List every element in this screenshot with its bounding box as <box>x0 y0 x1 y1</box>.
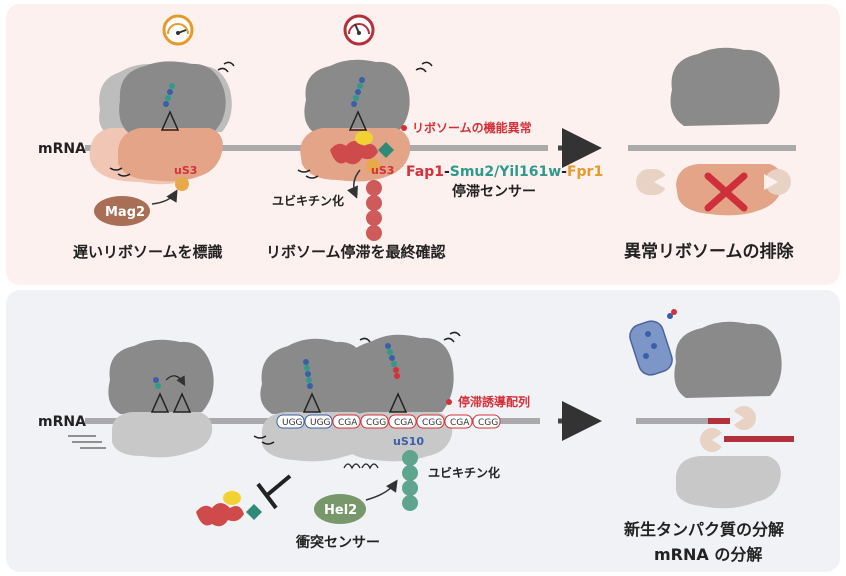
motion-lines <box>68 435 106 449</box>
caption-removal: 異常リボソームの排除 <box>624 241 794 262</box>
hel2-label: Hel2 <box>324 503 357 518</box>
codon-label: UGG <box>282 418 303 428</box>
proteasome-icon <box>629 309 677 376</box>
codon-box <box>276 414 305 429</box>
released-large-subunit <box>674 321 782 398</box>
us3-label-2: uS3 <box>371 164 394 177</box>
codon-label: CGA <box>394 418 414 428</box>
us3-ball-2 <box>366 159 380 173</box>
exonuclease-2-mouth <box>712 432 724 448</box>
codon-box <box>416 414 445 429</box>
inhibited-stall-sensor <box>196 491 262 527</box>
stall-sequence-label: 停滞誘導配列 <box>458 394 530 409</box>
stall-sensor-label: Fap1-Smu2/Yil161w-Fpr1 <box>406 164 603 180</box>
sensor-smu2: Smu2/Yil161w <box>450 164 561 180</box>
malfunction-dot <box>401 125 407 131</box>
mrna-label-bottom: mRNA <box>38 414 86 430</box>
codon-label: CGG <box>422 418 442 428</box>
codon-box <box>360 414 389 429</box>
sensor-dash-2: - <box>561 164 567 180</box>
codon-box <box>332 414 361 429</box>
us3-label-1: uS3 <box>174 164 197 177</box>
hel2-arrow <box>365 479 398 501</box>
mag2-protein <box>94 196 150 226</box>
ribosome-translating <box>108 339 214 458</box>
caption-nascent-degradation: 新生タンパク質の分解 <box>624 520 784 539</box>
stall-sensor-complex <box>330 131 394 165</box>
codon-label: UGG <box>310 418 331 428</box>
us3-ball-1 <box>175 177 189 191</box>
caption-slow-marking: 遅いリボソームを標識 <box>73 243 223 261</box>
codon-row: UGG UGG CGA CGG CGA CGG CGA CGG <box>276 414 501 429</box>
speed-gauge-slow-icon <box>162 14 194 46</box>
malfunction-label: リボソームの機能異常 <box>412 120 532 135</box>
collided-ribosomes <box>253 331 461 462</box>
codon-label: CGG <box>478 418 498 428</box>
us10-label: uS10 <box>393 435 424 448</box>
inhibition-symbol <box>256 474 292 510</box>
codon-label: CGA <box>450 418 470 428</box>
ubiquitination-arrow-top <box>346 169 361 199</box>
codon-label: CGA <box>338 418 358 428</box>
stall-sensor-caption: 停滞センサー <box>452 183 536 200</box>
slow-ribosome <box>89 61 235 185</box>
caption-mrna-degradation: mRNA の分解 <box>654 545 762 564</box>
codon-label: CGG <box>366 418 386 428</box>
ubiquitination-label-bottom: ユビキチン化 <box>428 465 500 480</box>
caption-stall-confirm: リボソーム停滞を最終確認 <box>266 243 446 261</box>
stall-sequence-dot <box>446 399 452 405</box>
exonuclease-1-mouth <box>732 410 744 426</box>
speed-gauge-stalled-icon <box>343 14 375 46</box>
mag2-arrow <box>151 189 178 205</box>
released-small-subunit <box>676 456 781 509</box>
sensor-dash-1: - <box>444 164 450 180</box>
hel2-protein <box>314 494 366 524</box>
codon-box <box>304 414 333 429</box>
ubiquitin-chain-top <box>366 180 382 241</box>
ubiquitin-chain-bottom <box>402 450 418 511</box>
motion-lines-collision <box>343 463 379 470</box>
mrna-label-top: mRNA <box>38 141 86 157</box>
codon-box <box>472 414 501 429</box>
codon-box <box>388 414 417 429</box>
collision-sensor-label: 衝突センサー <box>295 534 380 551</box>
disassembled-ribosome <box>636 47 791 216</box>
sensor-fap1: Fap1 <box>406 164 444 180</box>
sensor-fpr1: Fpr1 <box>567 164 603 180</box>
nascent-peptide <box>163 83 175 107</box>
ubiquitination-label-top: ユビキチン化 <box>272 193 344 208</box>
codon-box <box>444 414 473 429</box>
mag2-label: Mag2 <box>105 205 145 220</box>
